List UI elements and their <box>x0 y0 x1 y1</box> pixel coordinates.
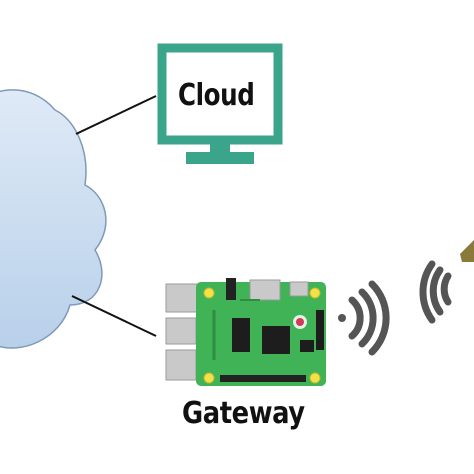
cloud-label: Cloud <box>178 78 255 113</box>
connector-line-gateway <box>71 295 157 337</box>
gateway-label: Gateway <box>182 396 305 431</box>
wifi-waves-icon <box>338 280 390 356</box>
wifi-waves-icon <box>419 260 452 324</box>
cloud-icon <box>0 89 107 349</box>
monitor-icon <box>157 43 283 164</box>
sensor-node-icon <box>460 240 474 262</box>
connector-line-cloud <box>75 95 157 135</box>
raspberry-pi-board-icon <box>165 278 326 386</box>
